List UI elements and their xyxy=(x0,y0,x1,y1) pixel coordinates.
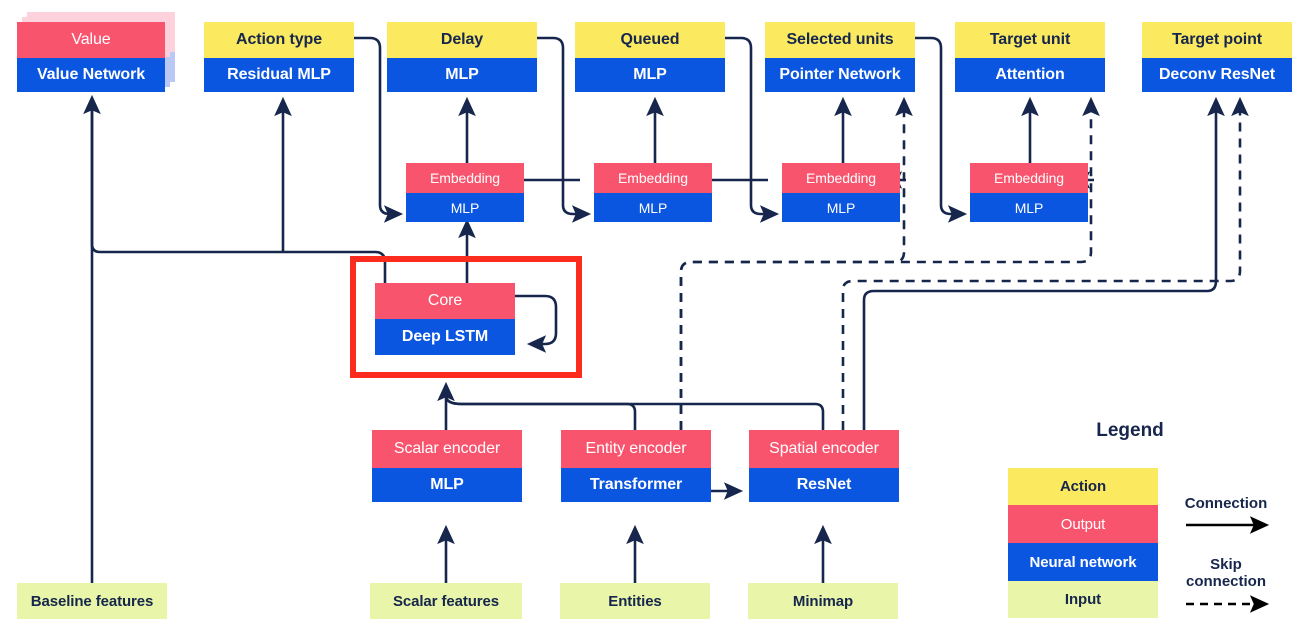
node-embedding-1-network: MLP xyxy=(406,193,524,222)
skip-entity-encoder-to-attention xyxy=(679,96,1100,430)
node-target-unit-action: Target unit xyxy=(955,22,1105,58)
legend-skip-label: Skip connection xyxy=(1146,556,1297,591)
node-target-point-action: Target point xyxy=(1142,22,1292,58)
node-embedding-4-output: Embedding xyxy=(970,163,1088,193)
edge-core-bus-left xyxy=(90,100,387,283)
node-action-type[interactable]: Action type Residual MLP xyxy=(204,22,354,92)
node-value[interactable]: Value Value Network xyxy=(17,22,165,92)
node-core-output: Core xyxy=(375,283,515,319)
node-baseline-features-label: Baseline features xyxy=(17,583,167,619)
node-target-point[interactable]: Target point Deconv ResNet xyxy=(1142,22,1292,92)
edge-core-recurrent-loop xyxy=(515,294,558,353)
node-queued-network: MLP xyxy=(575,58,725,92)
node-value-action: Value xyxy=(17,22,165,58)
node-entity-encoder[interactable]: Entity encoder Transformer xyxy=(561,430,711,502)
edge-entity-encoder-to-core-bus xyxy=(444,388,637,430)
core-highlight-frame xyxy=(350,256,582,378)
legend-skip-label-line1: Skip xyxy=(1210,556,1242,573)
node-target-unit[interactable]: Target unit Attention xyxy=(955,22,1105,92)
node-core[interactable]: Core Deep LSTM xyxy=(375,283,515,355)
node-embedding-2-output: Embedding xyxy=(594,163,712,193)
node-spatial-encoder[interactable]: Spatial encoder ResNet xyxy=(749,430,899,502)
node-delay-network: MLP xyxy=(387,58,537,92)
legend-swatch-action: Action xyxy=(1008,468,1158,505)
node-entities[interactable]: Entities xyxy=(560,583,710,619)
legend-title: Legend xyxy=(1096,420,1164,441)
node-embedding-4-network: MLP xyxy=(970,193,1088,222)
node-target-unit-network: Attention xyxy=(955,58,1105,92)
node-core-network: Deep LSTM xyxy=(375,319,515,355)
edge-action-type-to-embedding-1 xyxy=(354,36,404,223)
skip-spatial-encoder-to-deconv-resnet xyxy=(841,96,1249,430)
node-target-point-network: Deconv ResNet xyxy=(1142,58,1292,92)
legend-arrow-group xyxy=(1186,516,1270,613)
edge-spatial-encoder-to-target-point xyxy=(862,96,1225,430)
legend-connection-label: Connection xyxy=(1184,495,1268,512)
node-delay-action: Delay xyxy=(387,22,537,58)
node-embedding-3-network: MLP xyxy=(782,193,900,222)
node-embedding-3-output: Embedding xyxy=(782,163,900,193)
legend-swatch-output: Output xyxy=(1008,505,1158,543)
node-selected-units[interactable]: Selected units Pointer Network xyxy=(765,22,915,92)
node-entity-encoder-output: Entity encoder xyxy=(561,430,711,468)
legend-skip-label-line2: connection xyxy=(1185,573,1266,591)
node-selected-units-network: Pointer Network xyxy=(765,58,915,92)
node-minimap-label: Minimap xyxy=(748,583,898,619)
skip-entity-encoder-to-pointer-network xyxy=(679,96,913,430)
node-scalar-encoder-network: MLP xyxy=(372,468,522,502)
node-baseline-features[interactable]: Baseline features xyxy=(17,583,167,619)
node-delay[interactable]: Delay MLP xyxy=(387,22,537,92)
node-embedding-3[interactable]: Embedding MLP xyxy=(782,163,900,222)
edge-queued-to-embedding-3 xyxy=(725,36,780,223)
legend-swatch-neural-network: Neural network xyxy=(1008,543,1158,581)
node-scalar-encoder[interactable]: Scalar encoder MLP xyxy=(372,430,522,502)
node-action-type-network: Residual MLP xyxy=(204,58,354,92)
edge-spatial-encoder-to-core-bus xyxy=(444,388,825,430)
node-spatial-encoder-network: ResNet xyxy=(749,468,899,502)
node-entity-encoder-network: Transformer xyxy=(561,468,711,502)
node-embedding-1-output: Embedding xyxy=(406,163,524,193)
node-scalar-features-label: Scalar features xyxy=(370,583,522,619)
node-embedding-2[interactable]: Embedding MLP xyxy=(594,163,712,222)
node-spatial-encoder-output: Spatial encoder xyxy=(749,430,899,468)
node-minimap[interactable]: Minimap xyxy=(748,583,898,619)
node-action-type-action: Action type xyxy=(204,22,354,58)
edge-delay-to-embedding-2 xyxy=(537,36,592,223)
node-entities-label: Entities xyxy=(560,583,710,619)
node-selected-units-action: Selected units xyxy=(765,22,915,58)
legend-swatch-stack: Action Output Neural network Input xyxy=(1008,468,1158,618)
node-embedding-2-network: MLP xyxy=(594,193,712,222)
node-embedding-1[interactable]: Embedding MLP xyxy=(406,163,524,222)
legend-swatch-input: Input xyxy=(1008,581,1158,618)
node-scalar-features[interactable]: Scalar features xyxy=(370,583,522,619)
node-scalar-encoder-output: Scalar encoder xyxy=(372,430,522,468)
node-queued[interactable]: Queued MLP xyxy=(575,22,725,92)
node-queued-action: Queued xyxy=(575,22,725,58)
node-embedding-4[interactable]: Embedding MLP xyxy=(970,163,1088,222)
node-value-network: Value Network xyxy=(17,58,165,92)
edge-selected-units-to-embedding-4 xyxy=(915,36,968,223)
